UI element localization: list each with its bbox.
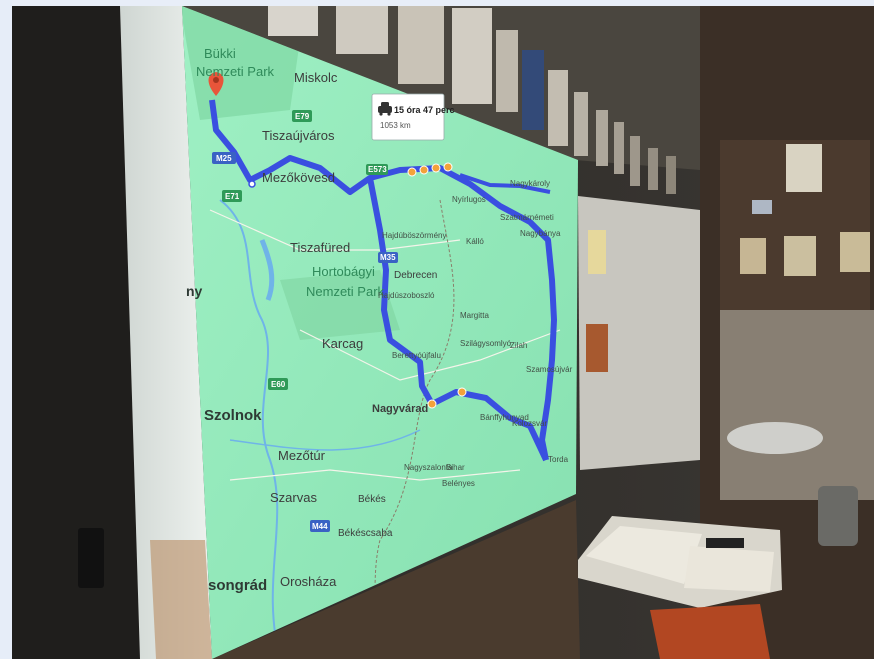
road-shield-e573: E573 <box>366 164 388 175</box>
cork-board-papers <box>740 144 870 276</box>
side-panel <box>578 196 700 470</box>
bin <box>818 486 858 546</box>
destination-marker-icon <box>208 72 224 96</box>
svg-text:E60: E60 <box>271 380 286 389</box>
route-duration: 15 óra 47 perc <box>394 105 455 115</box>
label-hortobagyi: Hortobágyi <box>312 264 375 279</box>
left-page-margin <box>0 0 12 659</box>
portrait-row <box>268 6 676 194</box>
minor-road <box>299 329 561 381</box>
svg-text:E573: E573 <box>368 165 387 174</box>
label-nagyvarad: Nagyvárad <box>372 403 428 415</box>
label-ny: ny <box>186 283 203 299</box>
road-shield-m44: M44 <box>310 520 330 532</box>
remote-control <box>706 538 744 548</box>
label-szatmarnemeti: Szatmárnémeti <box>500 213 554 222</box>
route-distance: 1053 km <box>380 121 411 130</box>
label-torda: Torda <box>548 455 569 464</box>
label-songrad: songrád <box>208 577 267 594</box>
label-szamosujvar: Szamosújvár <box>526 365 573 374</box>
road-shield-m35: M35 <box>378 252 398 263</box>
label-hajduboszormeny: Hajdúböszörmény <box>382 231 446 240</box>
road-shield-e79: E79 <box>292 110 312 122</box>
label-tiszafured: Tiszafüred <box>290 240 350 255</box>
label-berettyoujfalu: Berettyóújfalu <box>392 351 441 360</box>
label-nagykaroly: Nagykároly <box>510 179 550 188</box>
label-szarvas: Szarvas <box>270 490 317 505</box>
label-hajduszoboszlo: Hajdúszoboszló <box>378 291 435 300</box>
label-mezotur: Mezőtúr <box>278 448 326 463</box>
label-debrecen: Debrecen <box>394 270 437 281</box>
label-belenyes: Belényes <box>442 479 475 488</box>
label-nemzeti-park-1: Nemzeti Park <box>196 64 275 79</box>
label-kolozsvar: Kolozsvár <box>512 419 547 428</box>
koros-river <box>229 429 421 451</box>
waypoint-dots <box>248 162 467 409</box>
side-panel-poster <box>588 230 606 274</box>
label-zilah: Zilah <box>510 341 527 350</box>
minor-road <box>209 209 461 251</box>
label-tiszaujvaros: Tiszaújváros <box>262 128 335 143</box>
map-content <box>182 6 561 659</box>
orange-chair <box>650 604 770 659</box>
label-kallo: Kálló <box>466 237 484 246</box>
label-mezokovesd: Mezőkövesd <box>262 170 335 185</box>
tisza-river <box>219 199 281 659</box>
label-szilagysomlyo: Szilágysomlyó <box>460 339 512 348</box>
label-bekescsaba: Békéscsaba <box>338 528 393 539</box>
label-bukki: Bükki <box>204 46 236 61</box>
whiteboard-edge <box>120 6 212 659</box>
tiled-wall <box>720 310 874 500</box>
label-karcag: Karcag <box>322 336 363 351</box>
wall-switch <box>78 528 104 588</box>
side-panel-picture <box>586 324 608 372</box>
projected-map <box>182 6 578 659</box>
route-line-north <box>459 173 551 194</box>
label-bihar: Bihar <box>446 463 465 472</box>
map-labels: Bükki Nemzeti Park Miskolc Tiszaújváros … <box>186 46 573 594</box>
label-oroshaza: Orosháza <box>280 574 337 589</box>
car-icon <box>378 102 392 116</box>
svg-text:E71: E71 <box>225 192 240 201</box>
label-margitta: Margitta <box>460 311 489 320</box>
svg-text:M25: M25 <box>216 154 232 163</box>
hortobagy-area <box>280 270 400 340</box>
label-nyirlugos: Nyírlugos <box>452 195 486 204</box>
desk-papers-2 <box>684 546 774 592</box>
board-left-frame <box>12 6 140 659</box>
upper-wall <box>182 6 700 170</box>
label-nagyszalonta: Nagyszalonta <box>404 463 453 472</box>
road-shield-e60: E60 <box>268 378 288 390</box>
desk-papers <box>586 526 702 584</box>
label-nagybanya: Nagybánya <box>520 229 561 238</box>
label-bekes: Békés <box>358 494 386 505</box>
road-shield-m25: M25 <box>212 152 236 164</box>
svg-text:M35: M35 <box>380 253 396 262</box>
sink <box>727 422 823 454</box>
svg-text:E79: E79 <box>295 112 310 121</box>
route-info-card[interactable]: 15 óra 47 perc 1053 km <box>371 93 455 141</box>
label-banffyhunyad: Bánffyhunyad <box>480 413 529 422</box>
board-bottom-wood <box>150 540 212 659</box>
road-shield-e71: E71 <box>222 190 242 202</box>
tisza-lake <box>259 239 275 301</box>
svg-text:M44: M44 <box>312 522 328 531</box>
label-szolnok: Szolnok <box>204 407 262 424</box>
route-line-south <box>367 177 549 462</box>
lower-wall <box>212 500 580 659</box>
label-miskolc: Miskolc <box>294 70 338 85</box>
label-nemzeti-park-2: Nemzeti Park <box>306 284 385 299</box>
minor-road <box>229 469 521 481</box>
